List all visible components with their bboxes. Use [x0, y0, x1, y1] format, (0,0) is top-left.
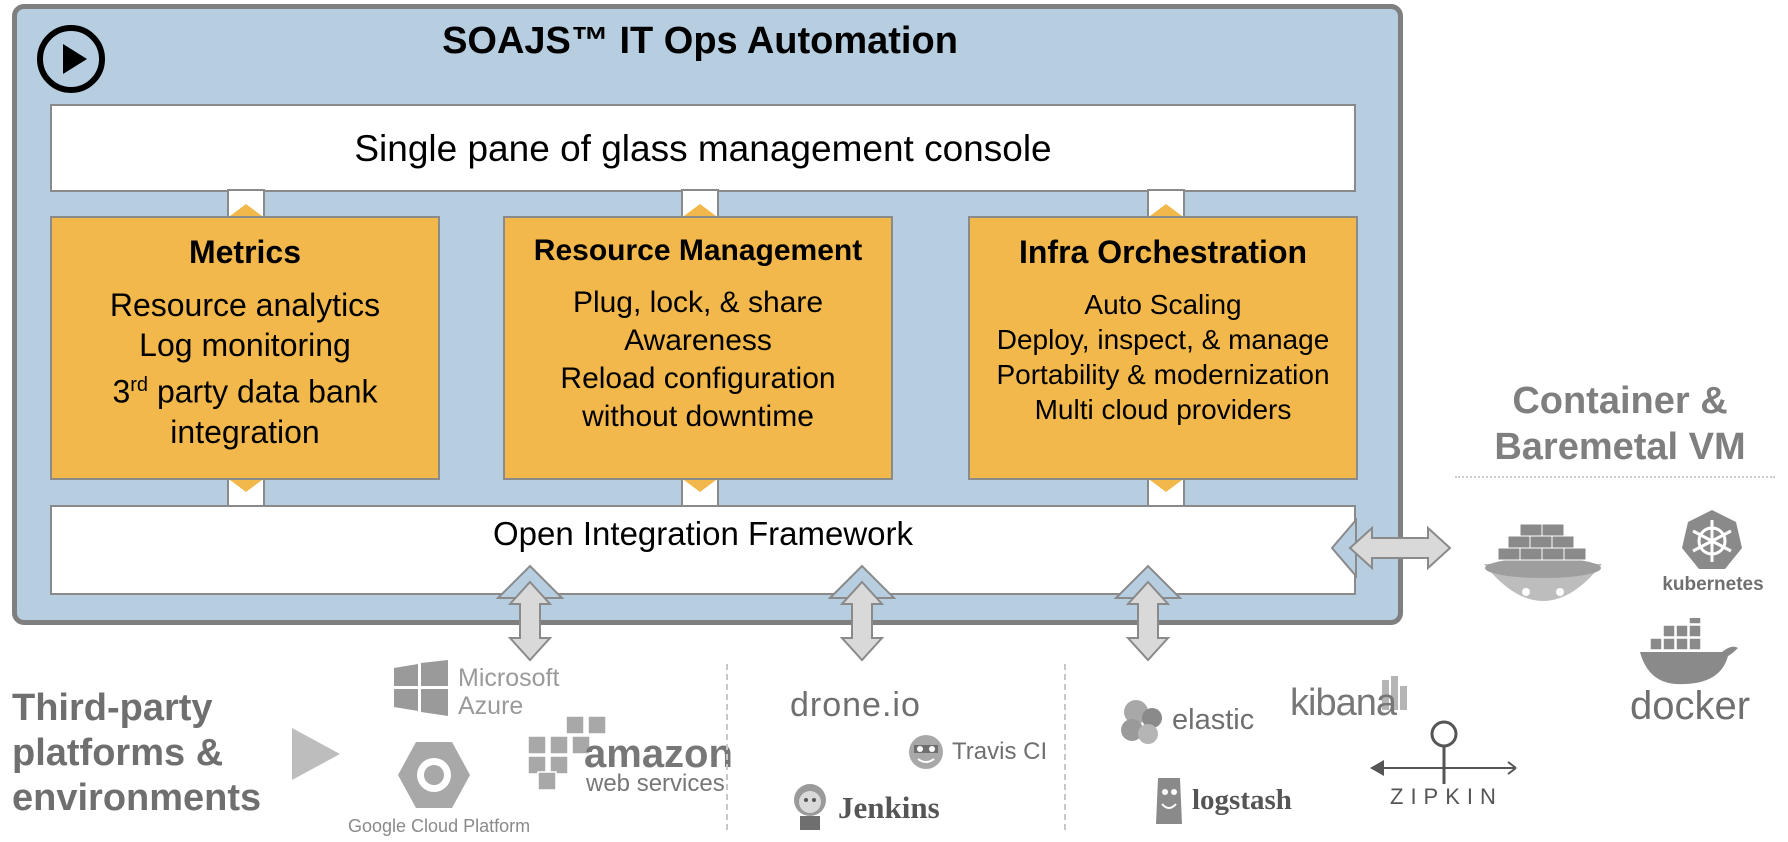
travis-ci-icon	[909, 735, 943, 769]
docker-label: docker	[1629, 684, 1751, 728]
connectors	[227, 189, 1185, 508]
travis-ci-label: Travis CI	[952, 738, 1048, 765]
windows-icon	[394, 660, 448, 716]
integration-framework-label: Open Integration Framework	[492, 515, 914, 552]
azure-label: Azure	[458, 692, 524, 720]
ordinal-number: 3	[112, 373, 131, 410]
elastic-label: elastic	[1172, 704, 1255, 736]
drone-label: drone.io	[790, 686, 921, 724]
third-party-line: platforms &	[12, 732, 224, 774]
card-line: Plug, lock, & share	[572, 286, 824, 319]
google-cloud-label: Google Cloud Platform	[348, 816, 531, 836]
card-metrics: Metrics Resource analytics Log monitorin…	[50, 216, 440, 480]
logo-divider	[1064, 664, 1066, 830]
card-line: Auto Scaling	[1084, 289, 1242, 320]
zipkin-icon	[1370, 720, 1517, 784]
card-line: integration	[170, 413, 320, 450]
jenkins-icon	[794, 784, 826, 830]
kibana-label: kibana	[1290, 682, 1397, 724]
logo-divider	[726, 664, 728, 830]
card-line-text: party data bank	[156, 373, 378, 410]
docker-icon	[1640, 618, 1738, 685]
microsoft-azure-label: Microsoft Azure	[458, 664, 559, 720]
amazon-label: amazon	[584, 732, 733, 776]
console-label: Single pane of glass management console	[354, 128, 1052, 169]
card-title: Metrics	[188, 234, 302, 270]
third-party-line: environments	[12, 777, 262, 819]
horizontal-arrow	[1348, 525, 1452, 571]
card-line: Log monitoring	[139, 327, 351, 363]
container-title: Container & Baremetal VM	[1450, 378, 1788, 470]
kubernetes-icon	[1682, 510, 1742, 569]
third-party-label: Third-party platforms & environments	[12, 686, 261, 821]
jenkins-label: Jenkins	[838, 790, 940, 825]
card-line: Resource analytics	[109, 287, 381, 323]
card-line: Reload configuration	[560, 362, 836, 395]
web-services-label: web services	[586, 770, 725, 797]
kubernetes-label: kubernetes	[1662, 574, 1764, 595]
aws-cubes-icon	[527, 716, 607, 790]
vertical-arrows	[507, 580, 1171, 662]
container-title-line: Baremetal VM	[1494, 426, 1746, 468]
google-cloud-icon	[398, 742, 470, 808]
container-divider	[1455, 476, 1775, 478]
card-line: Deploy, inspect, & manage	[996, 324, 1330, 355]
third-party-line: Third-party	[12, 687, 213, 729]
pointer-triangle	[292, 728, 340, 780]
card-title: Resource Management	[533, 234, 863, 267]
container-title-line: Container &	[1512, 380, 1728, 422]
logstash-icon	[1156, 778, 1182, 824]
ordinal-suffix: rd	[130, 374, 149, 396]
card-title: Infra Orchestration	[1018, 234, 1308, 270]
card-line: 3rd party data bank	[52, 365, 438, 412]
card-line: Multi cloud providers	[1034, 394, 1292, 425]
microsoft-label: Microsoft	[458, 664, 560, 692]
card-line: Awareness	[624, 324, 772, 357]
main-title: SOAJS™ IT Ops Automation	[442, 20, 958, 62]
container-group-logo	[1484, 523, 1602, 601]
elastic-icon	[1121, 700, 1162, 744]
card-line: Portability & modernization	[996, 359, 1330, 390]
play-icon	[37, 25, 105, 93]
card-line: without downtime	[582, 400, 814, 433]
kibana-bars-icon	[1382, 676, 1407, 710]
card-infra-orchestration: Infra Orchestration Auto Scaling Deploy,…	[968, 216, 1358, 480]
zipkin-label: ZIPKIN	[1390, 784, 1503, 809]
logstash-label: logstash	[1192, 784, 1292, 816]
card-resource-management: Resource Management Plug, lock, & share …	[503, 216, 893, 480]
